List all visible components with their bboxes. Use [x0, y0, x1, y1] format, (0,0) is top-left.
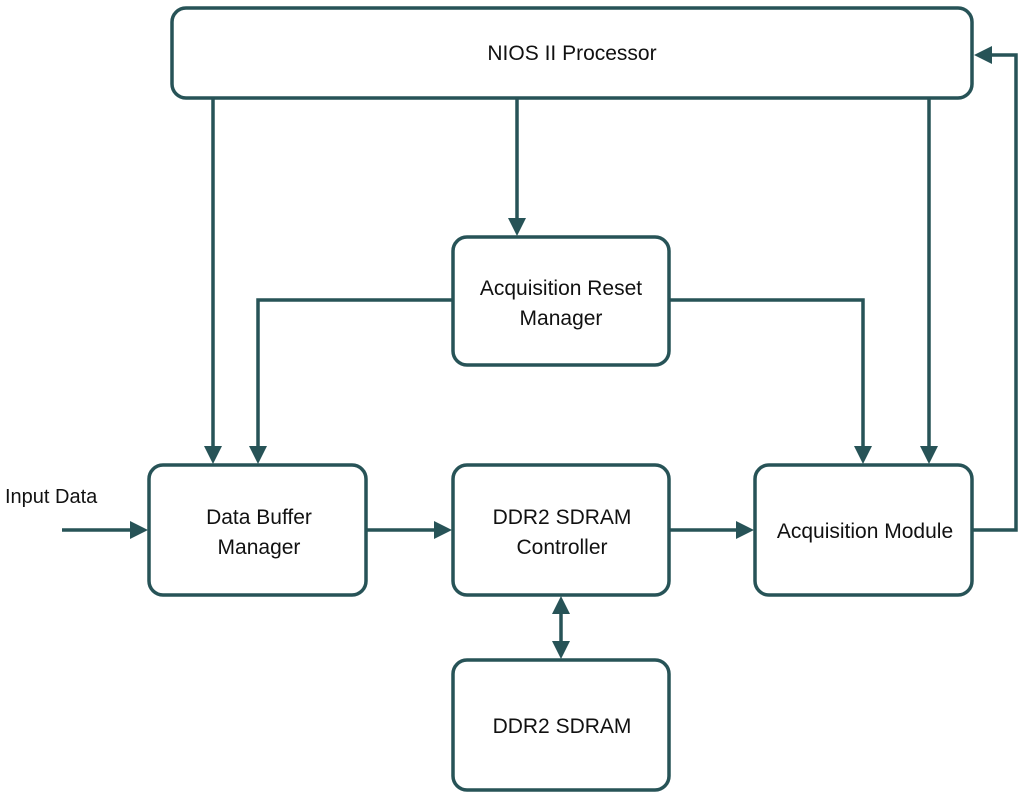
acquisition-module-block: Acquisition Module — [753, 463, 974, 597]
ddr2-sdram-block: DDR2 SDRAM — [451, 658, 671, 792]
nios-to-data-buffer-arrow — [204, 98, 222, 464]
reset-manager-to-acquisition-module-arrow — [669, 298, 872, 464]
ddr2-sdram-controller-block: DDR2 SDRAM Controller — [451, 463, 671, 597]
data-buffer-manager-label-line2: Manager — [218, 536, 301, 559]
input-data-label: Input Data — [5, 486, 98, 508]
nios-processor-label: NIOS II Processor — [487, 42, 656, 65]
input-data-arrow — [62, 521, 148, 539]
data-buffer-manager-block: Data Buffer Manager — [147, 463, 368, 597]
reset-manager-to-data-buffer-arrow — [249, 298, 453, 464]
ddr2-sdram-controller-label-line2: Controller — [516, 536, 607, 559]
ddr2-sdram-controller-label-line1: DDR2 SDRAM — [493, 506, 632, 529]
controller-to-acquisition-module-arrow — [669, 521, 754, 539]
data-buffer-to-controller-arrow — [366, 521, 452, 539]
ddr2-sdram-label: DDR2 SDRAM — [493, 715, 632, 738]
acquisition-reset-manager-label-line1: Acquisition Reset — [480, 277, 642, 300]
nios-to-reset-manager-arrow — [508, 98, 526, 236]
acquisition-reset-manager-label-line2: Manager — [520, 307, 603, 330]
nios-to-acquisition-module-arrow — [920, 98, 938, 464]
acquisition-module-label: Acquisition Module — [777, 520, 953, 543]
controller-sdram-bidirectional-arrow — [552, 596, 570, 659]
acquisition-reset-manager-block: Acquisition Reset Manager — [451, 235, 671, 367]
acquisition-module-to-nios-arrow — [972, 46, 1018, 532]
nios-processor-block: NIOS II Processor — [170, 6, 974, 100]
data-buffer-manager-label-line1: Data Buffer — [206, 506, 312, 529]
